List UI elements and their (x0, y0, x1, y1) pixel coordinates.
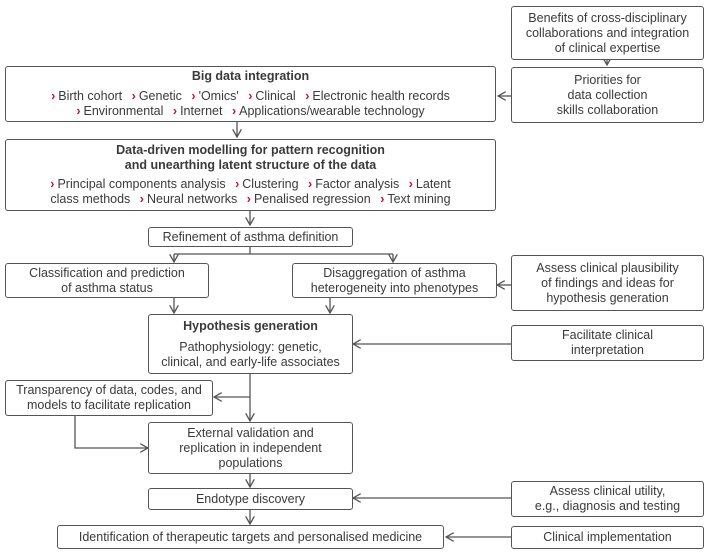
disaggregation-line-2: heterogeneity into phenotypes (310, 280, 479, 295)
modelling-box: Data-driven modelling for pattern recogn… (5, 139, 496, 211)
benefits-box: Benefits of cross-disciplinary collabora… (511, 6, 704, 60)
big-data-item: ›Clinical (248, 89, 296, 103)
chevron-right-icon: › (231, 104, 237, 118)
big-data-row-2: ›Environmental ›Internet ›Applications/w… (73, 104, 427, 119)
hypothesis-title: Hypothesis generation (183, 318, 318, 333)
hypothesis-line-2: clinical, and early-life associates (161, 354, 340, 369)
big-data-box: Big data integration ›Birth cohort ›Gene… (5, 66, 496, 122)
big-data-title: Big data integration (191, 69, 310, 83)
priorities-line-3: skills collaboration (556, 102, 659, 117)
big-data-item: ›Applications/wearable technology (231, 104, 425, 118)
chevron-right-icon: › (305, 89, 310, 103)
method-item: ›Clustering (235, 177, 299, 191)
priorities-box: Priorities for data collection skills co… (511, 67, 704, 123)
classification-line-2: of asthma status (61, 280, 153, 295)
method-item-continued: class methods (50, 192, 131, 206)
hypothesis-line-1: Pathophysiology: genetic, (179, 339, 322, 354)
classification-line-1: Classification and prediction (29, 265, 185, 280)
endotype-label: Endotype discovery (195, 491, 306, 506)
transparency-box: Transparency of data, codes, and models … (5, 380, 213, 416)
targets-box: Identification of therapeutic targets an… (57, 525, 444, 549)
priorities-line-2: data collection (567, 87, 648, 102)
method-item: ›Neural networks (139, 192, 238, 206)
big-data-item: ›Internet (172, 104, 223, 118)
chevron-right-icon: › (235, 177, 240, 191)
refinement-label: Refinement of asthma definition (162, 229, 339, 244)
chevron-right-icon: › (131, 89, 136, 103)
method-item: ›Penalised regression (246, 192, 371, 206)
disaggregation-line-1: Disaggregation of asthma (323, 265, 466, 280)
facilitate-line-1: Facilitate clinical (561, 328, 653, 342)
facilitate-line-2: interpretation (571, 343, 644, 357)
validation-line-3: populations (218, 455, 283, 470)
chevron-right-icon: › (408, 177, 413, 191)
benefits-line-1: Benefits of cross-disciplinary (528, 10, 687, 25)
priorities-line-1: Priorities for (574, 72, 641, 87)
benefits-line-3: of clinical expertise (554, 40, 661, 55)
chevron-right-icon: › (191, 89, 196, 103)
transparency-line-2: models to facilitate replication (27, 398, 191, 412)
validation-line-1: External validation and (187, 425, 314, 440)
plausibility-line-1: Assess clinical plausibility (536, 260, 679, 275)
utility-line-2: e.g., diagnosis and testing (534, 499, 681, 513)
big-data-item: ›Genetic (131, 89, 182, 103)
chevron-right-icon: › (76, 104, 81, 118)
big-data-item: ›Environmental (76, 104, 164, 118)
arrow-transparency-to-validation (74, 416, 148, 448)
disaggregation-box: Disaggregation of asthma heterogeneity i… (292, 263, 497, 298)
chevron-right-icon: › (51, 89, 56, 103)
plausibility-line-3: hypothesis generation (546, 290, 669, 305)
modelling-title-2: and unearthing latent structure of the d… (124, 158, 377, 172)
utility-box: Assess clinical utility, e.g., diagnosis… (511, 481, 704, 517)
big-data-item: ›'Omics' (191, 89, 239, 103)
targets-label: Identification of therapeutic targets an… (78, 529, 423, 544)
method-item: ›Principal components analysis (50, 177, 226, 191)
classification-box: Classification and prediction of asthma … (5, 263, 209, 298)
chevron-right-icon: › (248, 89, 253, 103)
modelling-row-1: ›Principal components analysis ›Clusteri… (47, 177, 453, 192)
chevron-right-icon: › (139, 192, 144, 206)
big-data-item: ›Birth cohort (51, 89, 123, 103)
implementation-box: Clinical implementation (511, 526, 704, 549)
method-item: ›Latent (408, 177, 451, 191)
modelling-title-1: Data-driven modelling for pattern recogn… (116, 143, 385, 157)
implementation-label: Clinical implementation (543, 530, 672, 544)
validation-box: External validation and replication in i… (148, 422, 353, 474)
validation-line-2: replication in independent (179, 440, 322, 455)
hypothesis-box: Hypothesis generation Pathophysiology: g… (148, 314, 353, 374)
chevron-right-icon: › (380, 192, 385, 206)
chevron-right-icon: › (308, 177, 313, 191)
big-data-row-1: ›Birth cohort ›Genetic ›'Omics' ›Clinica… (48, 89, 453, 104)
transparency-line-1: Transparency of data, codes, and (16, 383, 202, 397)
chevron-right-icon: › (172, 104, 178, 118)
refinement-box: Refinement of asthma definition (148, 227, 353, 247)
modelling-row-2: class methods ›Neural networks ›Penalise… (47, 192, 453, 207)
benefits-line-2: collaborations and integration (525, 25, 690, 40)
method-item: ›Text mining (380, 192, 451, 206)
big-data-item: ›Electronic health records (305, 89, 450, 103)
endotype-box: Endotype discovery (148, 488, 353, 510)
chevron-right-icon: › (50, 177, 55, 191)
utility-line-1: Assess clinical utility, (549, 484, 666, 498)
plausibility-box: Assess clinical plausibility of findings… (511, 255, 704, 311)
facilitate-box: Facilitate clinical interpretation (511, 325, 704, 361)
method-item: ›Factor analysis (308, 177, 400, 191)
chevron-right-icon: › (246, 192, 251, 206)
plausibility-line-2: of findings and ideas for (541, 275, 674, 290)
